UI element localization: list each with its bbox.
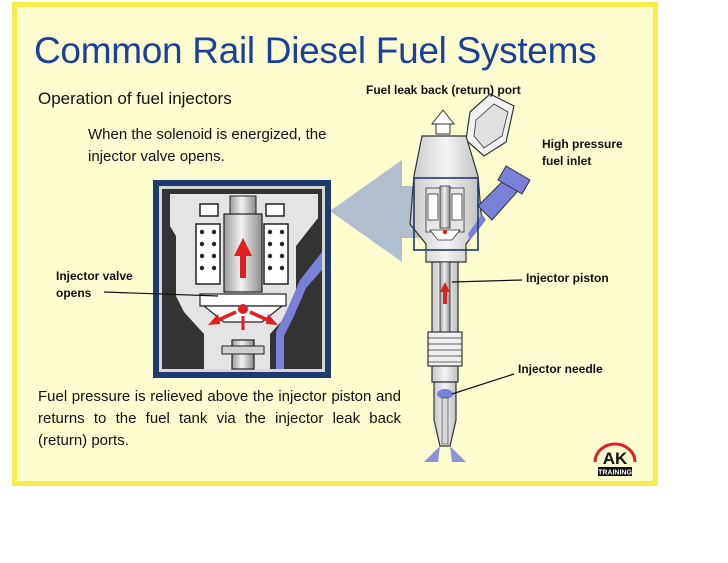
label-injector-piston: Injector piston	[526, 271, 609, 285]
red-up-arrow-inset	[234, 238, 252, 278]
logo-text: TRAINING	[598, 470, 632, 477]
label-high-pressure-line2: fuel inlet	[542, 154, 592, 168]
detail-inset	[153, 180, 331, 378]
logo-mark: AK	[603, 449, 628, 468]
label-injector-needle: Injector needle	[518, 362, 603, 376]
label-valve-opens-line1: Injector valve	[56, 269, 133, 283]
body-text: Fuel pressure is relieved above the inje…	[38, 388, 401, 449]
intro-text: When the solenoid is energized, the inje…	[88, 126, 327, 165]
red-up-arrow-injector	[440, 282, 450, 304]
slide-title: Common Rail Diesel Fuel Systems	[34, 30, 597, 71]
ak-training-logo: AK TRAINING	[593, 442, 637, 477]
label-valve-opens-line2: opens	[56, 286, 92, 300]
full-injector	[409, 93, 531, 462]
label-leak-back-port: Fuel leak back (return) port	[366, 83, 521, 97]
label-high-pressure-line1: High pressure	[542, 137, 623, 151]
slide-frame	[12, 2, 658, 486]
slide-subtitle: Operation of fuel injectors	[38, 89, 232, 108]
